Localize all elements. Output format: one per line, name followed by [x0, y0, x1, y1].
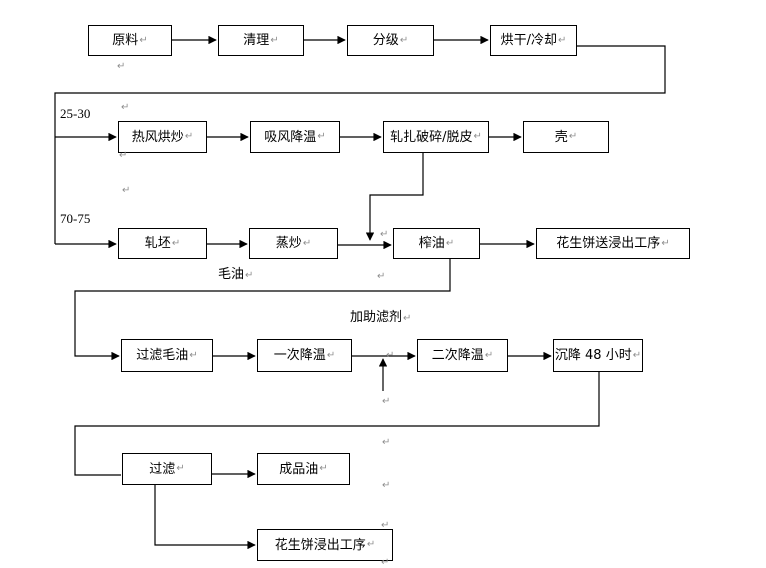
box-label: 一次降温 — [273, 348, 326, 363]
flow-box-drying-cooling: 烘干/冷却↵ — [490, 25, 577, 56]
flow-box-shell: 壳↵ — [523, 121, 609, 153]
connector-drying-spine — [54, 45, 666, 244]
box-label: 花生饼送浸出工序 — [556, 236, 661, 251]
box-label: 分级 — [372, 33, 399, 48]
paragraph-mark-icon: ↵ — [445, 237, 455, 249]
box-label: 原料 — [112, 33, 139, 48]
paragraph-mark-icon: ↵ — [381, 520, 390, 531]
paragraph-mark-icon: ↵ — [117, 61, 126, 72]
paragraph-mark-icon: ↵ — [632, 349, 642, 361]
paragraph-mark-icon: ↵ — [568, 131, 578, 142]
label-range-25-30: 25-30 — [60, 106, 91, 121]
box-label: 热风烘炒 — [131, 129, 184, 145]
paragraph-mark-icon: ↵ — [484, 349, 494, 361]
flow-box-cake-to-extraction: 花生饼送浸出工序↵ — [536, 228, 690, 259]
flow-box-grading: 分级↵ — [347, 25, 434, 56]
paragraph-mark-icon: ↵ — [171, 237, 181, 249]
paragraph-mark-icon: ↵ — [558, 34, 567, 46]
paragraph-mark-icon: ↵ — [366, 539, 376, 550]
paragraph-mark-icon: ↵ — [139, 34, 148, 46]
box-label: 清理 — [243, 33, 270, 48]
connector-pressing-filtercrude — [74, 259, 451, 361]
paragraph-mark-icon: ↵ — [121, 102, 130, 113]
paragraph-mark-icon: ↵ — [473, 131, 482, 142]
paragraph-mark-icon: ↵ — [381, 557, 390, 568]
box-label: 过滤 — [149, 461, 176, 477]
connector-filtration-cakeextraction — [154, 485, 256, 550]
paragraph-mark-icon: ↵ — [326, 349, 336, 361]
paragraph-mark-icon: ↵ — [302, 237, 312, 249]
flow-box-first-cooling: 一次降温↵ — [257, 339, 352, 372]
flow-box-crushing-dehulling: 轧扎破碎/脱皮↵ — [383, 121, 489, 153]
flow-box-hot-air-roasting: 热风烘炒↵ — [118, 121, 207, 153]
paragraph-mark-icon: ↵ — [317, 131, 326, 142]
flow-box-steam-frying: 蒸炒↵ — [249, 228, 338, 259]
box-label: 榨油 — [418, 236, 445, 251]
paragraph-mark-icon: ↵ — [382, 480, 391, 491]
paragraph-mark-icon: ↵ — [119, 150, 128, 161]
paragraph-mark-icon: ↵ — [176, 463, 185, 474]
paragraph-mark-icon: ↵ — [189, 349, 198, 361]
flow-box-cleaning: 清理↵ — [218, 25, 304, 56]
paragraph-mark-icon: ↵ — [319, 463, 328, 474]
paragraph-mark-icon: ↵ — [382, 396, 391, 407]
box-label: 二次降温 — [431, 348, 484, 363]
flow-box-filtration: 过滤↵ — [122, 453, 212, 485]
flow-box-filter-crude-oil: 过滤毛油↵ — [121, 339, 213, 372]
box-label: 过滤毛油 — [136, 348, 189, 363]
flow-box-settling-48h: 沉降 48 小时↵ — [553, 339, 643, 372]
flow-box-second-cooling: 二次降温↵ — [417, 339, 508, 372]
paragraph-mark-icon: ↵ — [380, 229, 389, 240]
connector-settling-filtration — [74, 372, 600, 476]
paragraph-mark-icon: ↵ — [245, 270, 254, 281]
paragraph-mark-icon: ↵ — [270, 34, 279, 46]
paragraph-mark-icon: ↵ — [377, 271, 386, 282]
paragraph-mark-icon: ↵ — [184, 131, 194, 142]
label-filter-aid: 加助滤剂↵ — [350, 310, 412, 325]
flow-box-flaking: 轧坯↵ — [118, 228, 207, 259]
paragraph-mark-icon: ↵ — [403, 313, 412, 324]
box-label: 轧坯 — [144, 236, 171, 251]
box-label: 成品油 — [279, 461, 319, 477]
box-label: 吸风降温 — [264, 129, 317, 145]
box-label: 沉降 48 小时 — [554, 348, 632, 363]
flow-box-oil-pressing: 榨油↵ — [393, 228, 480, 259]
paragraph-mark-icon: ↵ — [382, 437, 391, 448]
flow-box-raw-material: 原料↵ — [88, 25, 172, 56]
paragraph-mark-icon: ↵ — [122, 185, 131, 196]
paragraph-mark-icon: ↵ — [386, 350, 395, 361]
flow-box-cake-extraction-process: 花生饼浸出工序↵ — [257, 529, 393, 561]
box-label: 蒸炒 — [275, 236, 302, 251]
box-label: 烘干/冷却 — [500, 33, 557, 48]
flow-box-finished-oil: 成品油↵ — [257, 453, 350, 485]
label-range-70-75: 70-75 — [60, 211, 91, 226]
paragraph-mark-icon: ↵ — [661, 237, 670, 249]
box-label: 轧扎破碎/脱皮 — [390, 129, 473, 145]
paragraph-mark-icon: ↵ — [399, 34, 409, 46]
flow-box-suction-cooling: 吸风降温↵ — [250, 121, 340, 153]
connector-crushing-pressline — [365, 153, 424, 241]
label-crude-oil: 毛油↵ — [218, 267, 254, 282]
box-label: 花生饼浸出工序 — [274, 537, 366, 553]
box-label: 壳 — [554, 129, 568, 145]
